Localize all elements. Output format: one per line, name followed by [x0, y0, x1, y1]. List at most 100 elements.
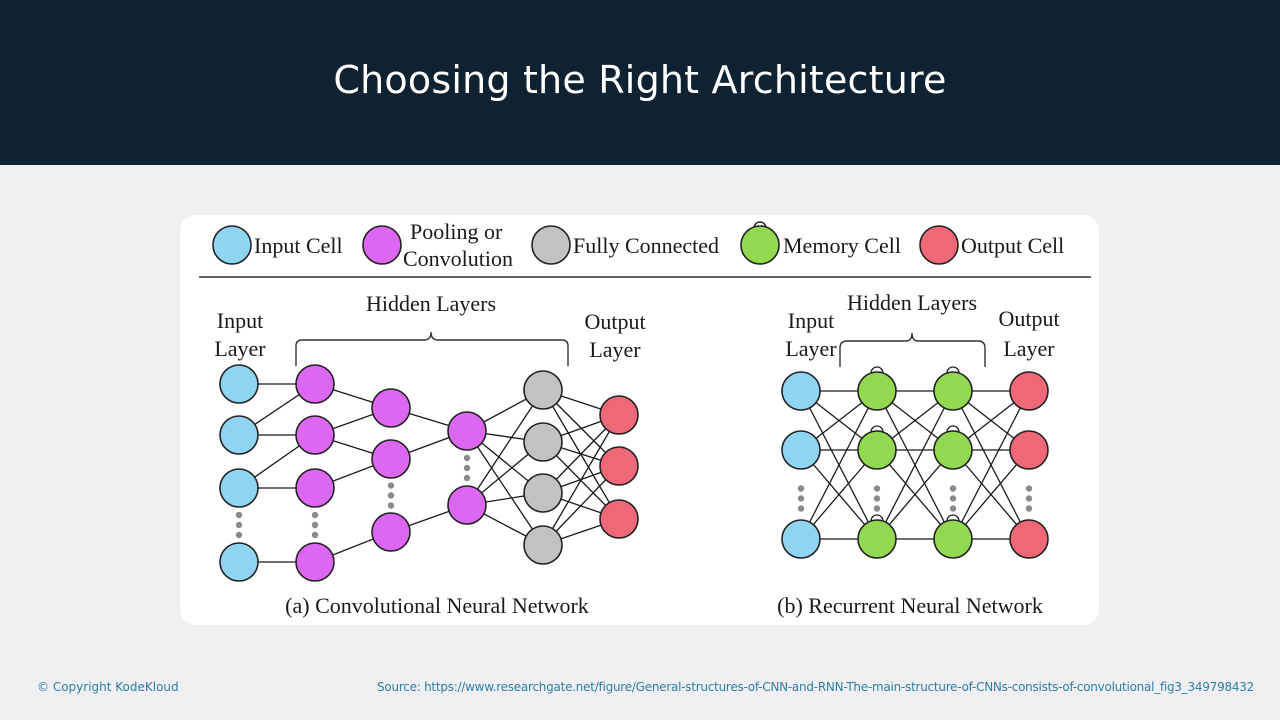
slide-header: Choosing the Right Architecture — [0, 0, 1280, 165]
legend-output-cell-label: Output Cell — [961, 233, 1064, 258]
cnn-ellipsis-dot — [387, 492, 395, 499]
rnn-hidden2-node — [933, 430, 973, 470]
rnn-ellipsis-dot — [1025, 495, 1033, 502]
rnn-memory-loop-icon — [946, 514, 960, 522]
rnn-hidden1-node — [857, 430, 897, 470]
rnn-caption: (b) Recurrent Neural Network — [777, 593, 1043, 618]
cnn-caption: (a) Convolutional Neural Network — [285, 593, 589, 618]
cnn-edge — [466, 389, 544, 506]
cnn-output-layer-label-2: Layer — [589, 337, 641, 362]
rnn-output-node — [1009, 519, 1049, 559]
cnn-ellipsis-dot — [463, 474, 471, 482]
legend-pooling-label-line1: Pooling or — [410, 219, 503, 244]
cnn-input-node — [219, 468, 259, 508]
rnn-ellipsis-dot — [797, 495, 805, 502]
cnn-ellipsis-dot — [235, 521, 243, 529]
legend-fully-connected-icon — [531, 225, 571, 265]
cnn-fully-connected-node — [523, 525, 563, 565]
cnn-edge — [542, 414, 620, 546]
cnn-conv2-node — [371, 388, 411, 428]
rnn-ellipsis-dot — [949, 495, 957, 502]
cnn-labels: Input Layer Hidden Layers Output Layer (… — [214, 291, 645, 618]
cnn-fully-connected-node — [523, 370, 563, 410]
rnn-ellipsis-dot — [873, 485, 881, 492]
cnn-conv1-node — [295, 542, 335, 582]
rnn-ellipsis-dot — [949, 485, 957, 492]
cnn-connections — [238, 383, 620, 563]
cnn-input-node — [219, 415, 259, 455]
legend-pooling-convolution-icon — [362, 225, 402, 265]
rnn-memory-loop-icon — [870, 425, 884, 433]
rnn-hidden-brace — [839, 332, 986, 367]
rnn-edge — [800, 390, 878, 540]
cnn-conv3-node — [447, 411, 487, 451]
cnn-output-layer-label-1: Output — [584, 309, 645, 334]
legend-input-cell-label: Input Cell — [254, 233, 343, 258]
cnn-ellipsis-dot — [387, 482, 395, 489]
rnn-hidden-layers-label: Hidden Layers — [847, 290, 977, 315]
rnn-hidden2-node — [933, 519, 973, 559]
rnn-ellipsis-dot — [949, 505, 957, 512]
legend-pooling-label-line2: Convolution — [403, 246, 513, 271]
cnn-input-node — [219, 542, 259, 582]
rnn-input-layer-label-2: Layer — [785, 336, 837, 361]
rnn-ellipsis-dot — [797, 505, 805, 512]
cnn-ellipsis-dot — [387, 502, 395, 509]
rnn-ellipsis-dot — [1025, 485, 1033, 492]
cnn-ellipsis-dot — [463, 464, 471, 472]
cnn-output-node — [599, 499, 639, 539]
cnn-input-node — [219, 364, 259, 404]
rnn-memory-loop-icon — [870, 366, 884, 374]
cnn-fully-connected-node — [523, 473, 563, 513]
cnn-ellipsis-dot — [463, 454, 471, 462]
rnn-ellipsis-dot — [873, 495, 881, 502]
cnn-edge — [466, 430, 544, 546]
rnn-ellipsis-dot — [797, 485, 805, 492]
cnn-hidden-layers-label: Hidden Layers — [366, 291, 496, 316]
rnn-output-layer-label-1: Output — [998, 306, 1059, 331]
cnn-conv2-node — [371, 439, 411, 479]
rnn-edge — [876, 390, 954, 540]
cnn-input-layer-label-1: Input — [217, 308, 263, 333]
cnn-ellipsis-dot — [235, 531, 243, 539]
rnn-connections — [800, 390, 1030, 540]
rnn-hidden2-node — [933, 371, 973, 411]
cnn-ellipsis-dot — [311, 521, 319, 529]
source-link[interactable]: Source: https://www.researchgate.net/fig… — [377, 680, 1254, 694]
cnn-ellipsis-dot — [311, 511, 319, 519]
cnn-input-layer-label-2: Layer — [214, 336, 266, 361]
cnn-output-node — [599, 395, 639, 435]
cnn-conv1-node — [295, 415, 335, 455]
cnn-hidden-brace — [295, 331, 569, 366]
rnn-memory-loop-icon — [946, 425, 960, 433]
slide-title: Choosing the Right Architecture — [333, 58, 947, 102]
cnn-ellipsis-dot — [311, 531, 319, 539]
legend-input-cell-icon — [212, 225, 252, 265]
legend-memory-cell-icon — [740, 225, 780, 265]
rnn-labels: Input Layer Hidden Layers Output Layer (… — [777, 290, 1059, 618]
cnn-conv2-node — [371, 512, 411, 552]
rnn-hidden1-node — [857, 371, 897, 411]
rnn-input-node — [781, 371, 821, 411]
cnn-conv1-node — [295, 468, 335, 508]
cnn-output-node — [599, 446, 639, 486]
rnn-output-node — [1009, 430, 1049, 470]
cnn-ellipsis-dot — [235, 511, 243, 519]
rnn-ellipsis-dot — [1025, 505, 1033, 512]
rnn-edge — [952, 390, 1030, 540]
copyright-text: © Copyright KodeKloud — [37, 680, 179, 694]
rnn-input-node — [781, 519, 821, 559]
rnn-hidden1-node — [857, 519, 897, 559]
legend: Input Cell Pooling or Convolution Fully … — [199, 219, 1091, 278]
rnn-input-node — [781, 430, 821, 470]
cnn-fully-connected-node — [523, 422, 563, 462]
cnn-conv3-node — [447, 485, 487, 525]
rnn-input-layer-label-1: Input — [788, 308, 834, 333]
rnn-nodes — [781, 366, 1049, 559]
rnn-memory-loop-icon — [946, 366, 960, 374]
cnn-nodes — [219, 364, 639, 582]
legend-memory-cell-label: Memory Cell — [783, 233, 901, 258]
rnn-output-node — [1009, 371, 1049, 411]
cnn-conv1-node — [295, 364, 335, 404]
